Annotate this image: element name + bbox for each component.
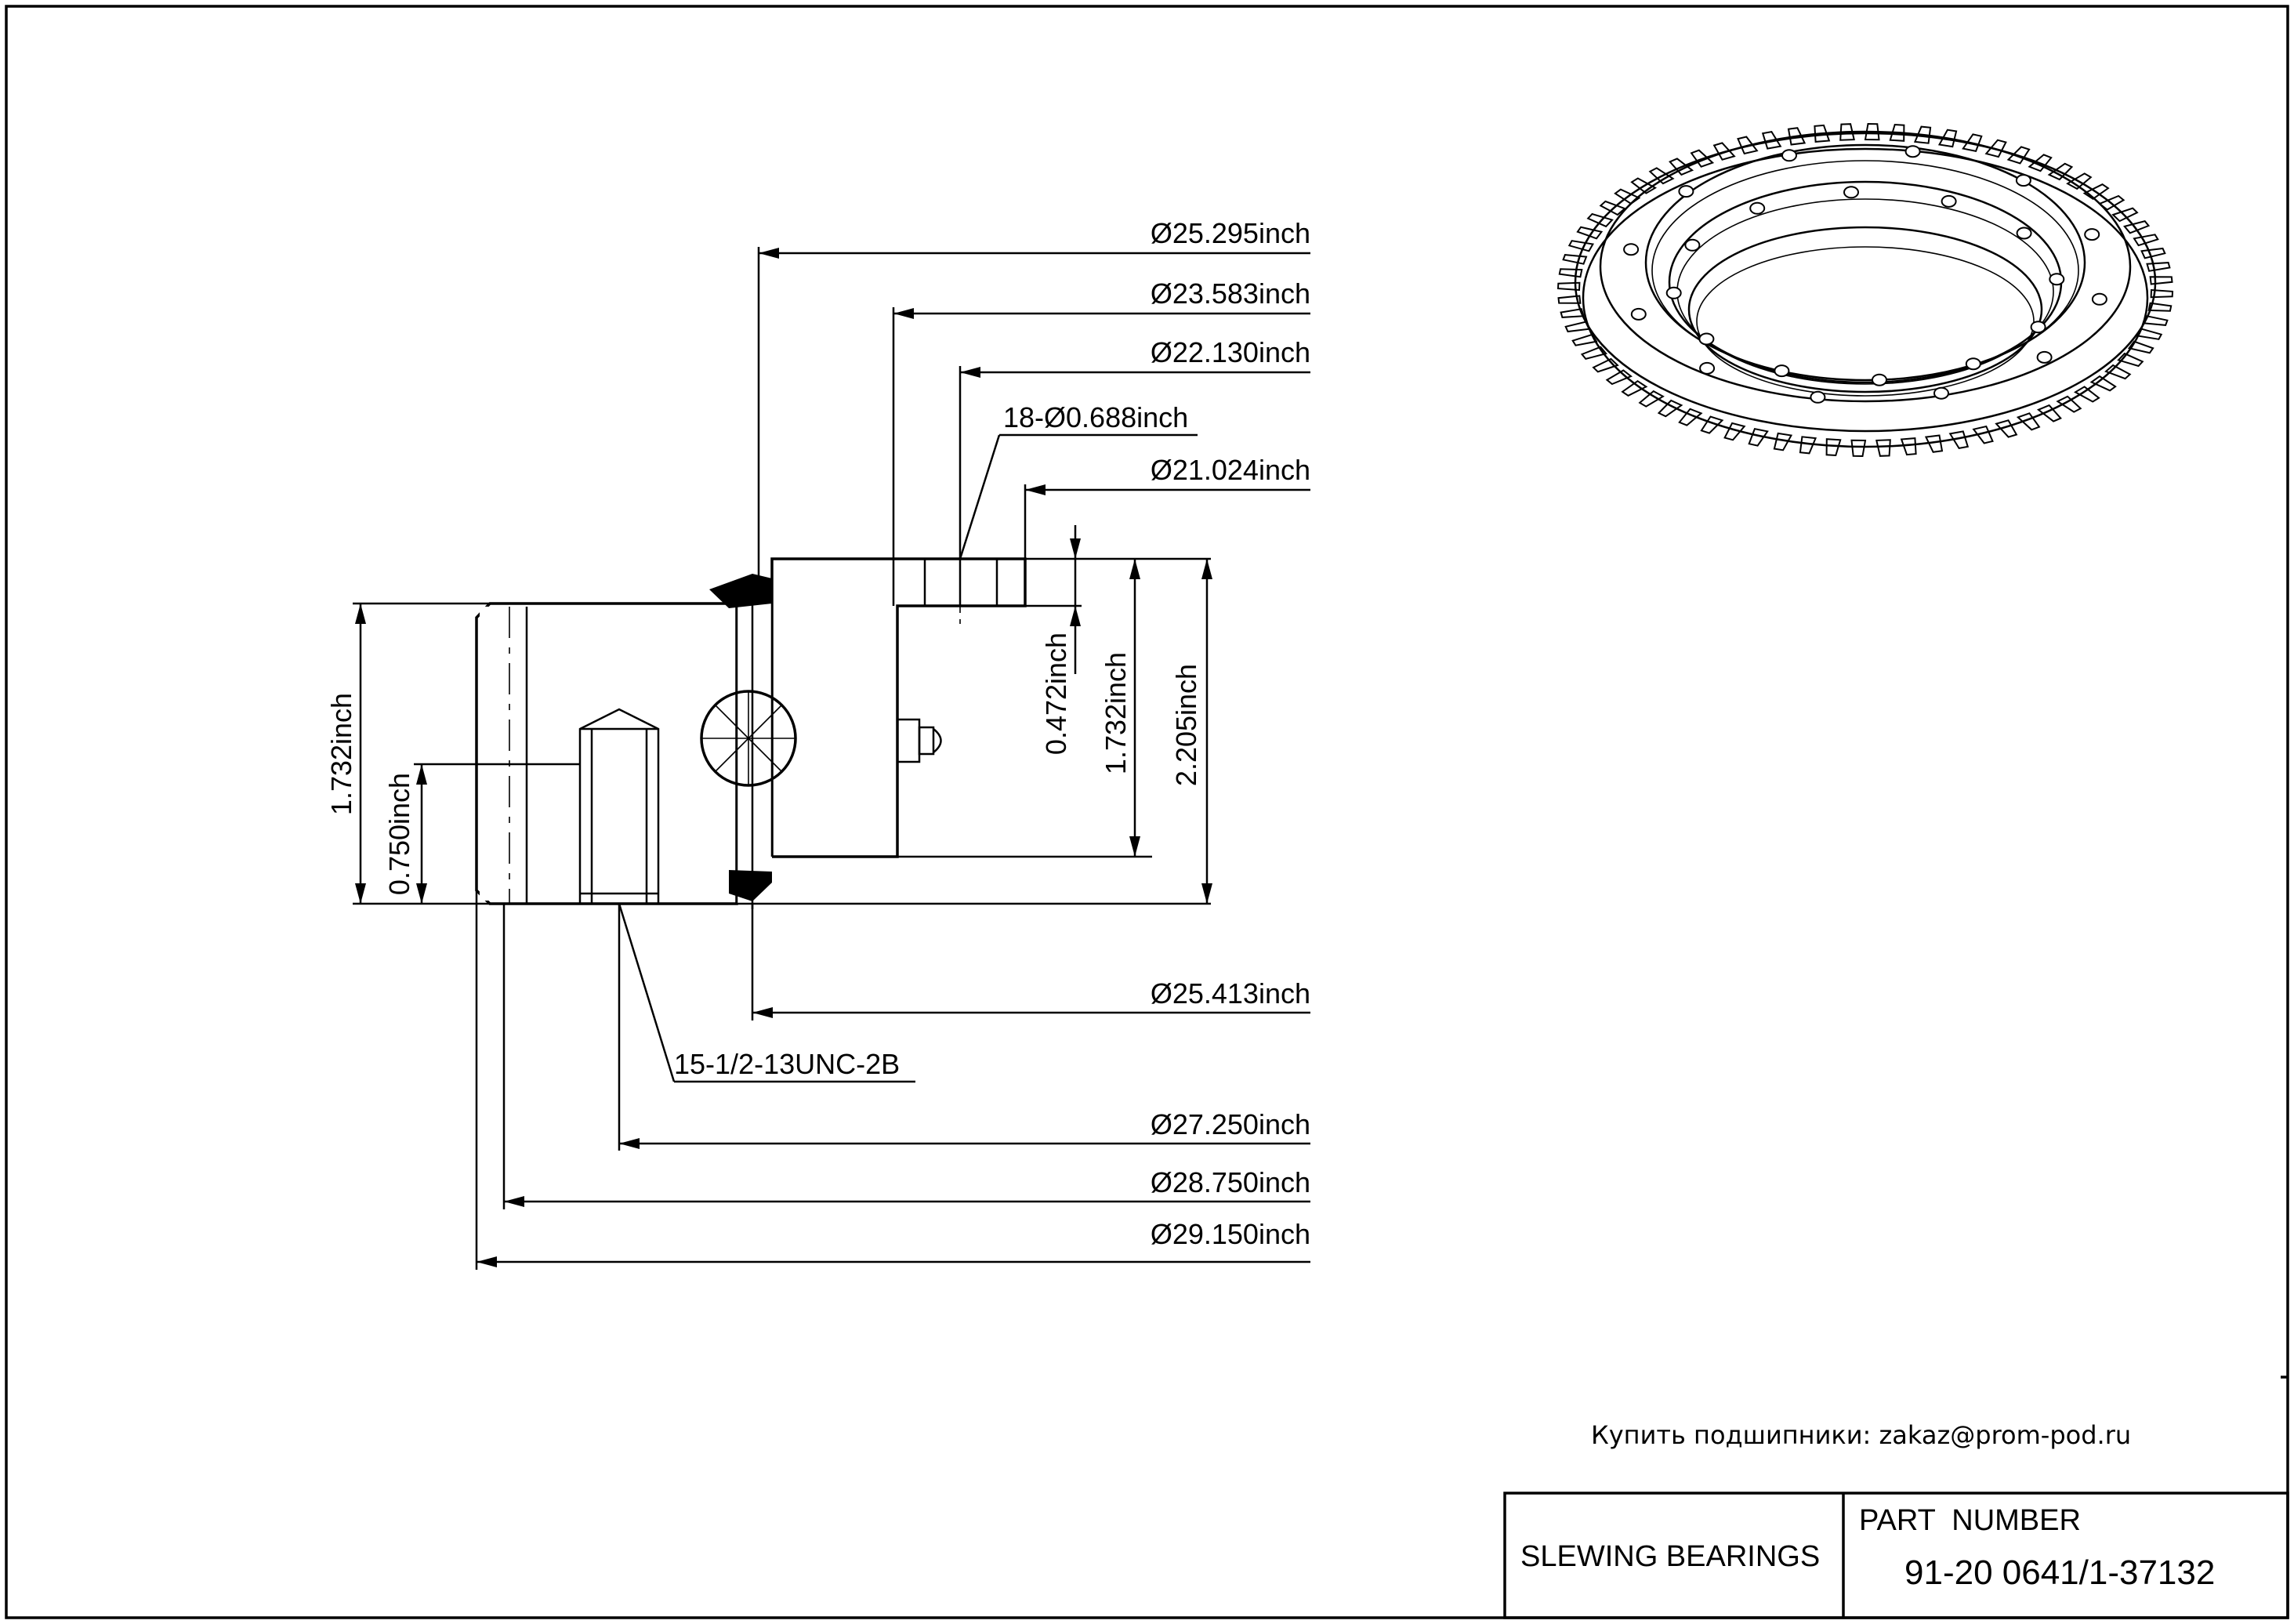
gear-tooth	[1564, 321, 1590, 333]
inner-mount-hole	[1843, 186, 1859, 199]
gear-tooth	[1773, 432, 1793, 451]
gear-tooth	[1723, 422, 1746, 441]
gear-tooth	[1562, 254, 1588, 265]
inner-mount-hole	[2049, 273, 2065, 286]
gear-tooth	[1605, 369, 1633, 386]
outer-mount-hole	[1810, 390, 1826, 404]
dimension-lines	[353, 247, 1310, 1270]
gear-tooth	[1972, 425, 1994, 444]
inner-mount-hole	[1941, 194, 1957, 208]
inner-mount-hole	[1665, 286, 1682, 299]
gear-tooth	[2133, 234, 2159, 247]
inner-mount-hole	[2016, 227, 2032, 240]
gear-tooth	[1586, 212, 1614, 228]
gear-tooth	[2123, 219, 2151, 234]
inner-mount-hole	[1698, 332, 1715, 346]
dim-d8: Ø29.150inch	[1151, 1218, 1310, 1250]
gear-isometric-view	[1557, 122, 2174, 458]
gear-tooth	[2104, 364, 2132, 380]
dim-holes: 18-Ø0.688inch	[1003, 401, 1188, 433]
gear-tooth	[2089, 375, 2117, 392]
grease-nipple	[896, 718, 942, 763]
gear-mounting-holes	[1623, 145, 2107, 404]
tapped-hole	[578, 708, 660, 905]
inner-mount-hole	[1774, 364, 1790, 378]
outer-mount-hole	[2091, 292, 2107, 306]
inner-mount-hole	[1965, 357, 1981, 371]
dim-height-right-small: 0.472inch	[1040, 633, 1072, 755]
dim-d3: Ø22.130inch	[1151, 336, 1310, 368]
outer-mount-hole	[1933, 386, 1949, 400]
gear-tooth	[1558, 268, 1583, 278]
gear-tooth	[1560, 308, 1585, 318]
gear-tooth	[2073, 386, 2100, 403]
title-block: PART NUMBER SLEWING BEARINGS 91-20 0641/…	[1503, 1492, 2289, 1619]
bearing-cross-section	[475, 549, 1027, 909]
gear-tooth	[1567, 240, 1594, 252]
contact-line: Купить подшипники: zakaz@prom-pod.ru	[1591, 1420, 2131, 1450]
outer-mount-hole	[1678, 185, 1694, 198]
gear-tooth	[1748, 427, 1769, 447]
gear-tooth	[1557, 281, 1581, 292]
dim-height-left-small: 0.750inch	[383, 773, 415, 895]
inner-mount-hole	[2030, 321, 2046, 334]
gear-teeth	[1557, 122, 2174, 458]
gear-tooth	[2147, 302, 2173, 312]
inner-mount-hole	[1749, 201, 1766, 215]
top-seal	[709, 574, 772, 608]
part-number-label: PART NUMBER	[1859, 1504, 2081, 1537]
gear-tooth	[2127, 340, 2154, 354]
inner-mount-hole	[1684, 238, 1701, 252]
gear-tooth	[1825, 438, 1842, 457]
dim-thread: 15-1/2-13UNC-2B	[674, 1048, 900, 1080]
gear-tooth	[1924, 434, 1944, 453]
gear-tooth	[2146, 262, 2171, 272]
gear-tooth	[2036, 404, 2062, 422]
gear-tooth	[1678, 408, 1703, 426]
gear-tooth	[1995, 419, 2018, 438]
bottom-seal	[729, 870, 772, 901]
outer-mount-hole	[1623, 243, 1640, 256]
inner-mount-hole	[1872, 373, 1887, 386]
gear-tooth	[2016, 412, 2041, 431]
dim-d5: Ø25.413inch	[1151, 977, 1310, 1010]
gear-tooth	[1948, 430, 1970, 450]
gear-tooth	[1576, 226, 1604, 240]
gear-tooth	[2150, 288, 2174, 299]
dim-height-left-total: 1.732inch	[325, 693, 357, 815]
dim-d2: Ø23.583inch	[1151, 277, 1310, 310]
gear-tooth	[1700, 415, 1724, 434]
drawing-frame	[5, 5, 2289, 1619]
dimension-labels: Ø25.295inch Ø23.583inch Ø22.130inch 18-Ø…	[325, 217, 1310, 1250]
gear-tooth	[1638, 390, 1665, 408]
dim-d7: Ø28.750inch	[1151, 1166, 1310, 1198]
dim-d6: Ø27.250inch	[1151, 1108, 1310, 1140]
dim-height-right-total: 2.205inch	[1170, 664, 1202, 786]
part-number-value: 91-20 0641/1-37132	[1904, 1553, 2215, 1592]
outer-mount-hole	[1904, 145, 1921, 158]
dim-d4: Ø21.024inch	[1151, 454, 1310, 486]
gear-tooth	[2149, 276, 2173, 285]
gear-tooth	[2056, 395, 2082, 413]
gear-tooth	[1875, 439, 1891, 457]
gear-tooth	[1621, 379, 1648, 397]
gear-tooth	[1657, 399, 1683, 418]
category-label: SLEWING BEARINGS	[1520, 1540, 1820, 1573]
gear-tooth	[1850, 439, 1867, 458]
dim-d1: Ø25.295inch	[1151, 217, 1310, 249]
outer-mount-hole	[2015, 174, 2031, 187]
outer-mount-hole	[1699, 361, 1716, 375]
gear-tooth	[1799, 436, 1817, 455]
outer-mount-hole	[1781, 149, 1797, 162]
gear-tooth	[2140, 247, 2166, 259]
dim-height-right-mid: 1.732inch	[1100, 652, 1132, 774]
gear-tooth	[1557, 295, 1582, 304]
gear-tooth	[1900, 437, 1917, 456]
outer-mount-hole	[2036, 350, 2053, 364]
outer-mount-hole	[1630, 307, 1647, 321]
outer-mount-hole	[2084, 228, 2100, 241]
